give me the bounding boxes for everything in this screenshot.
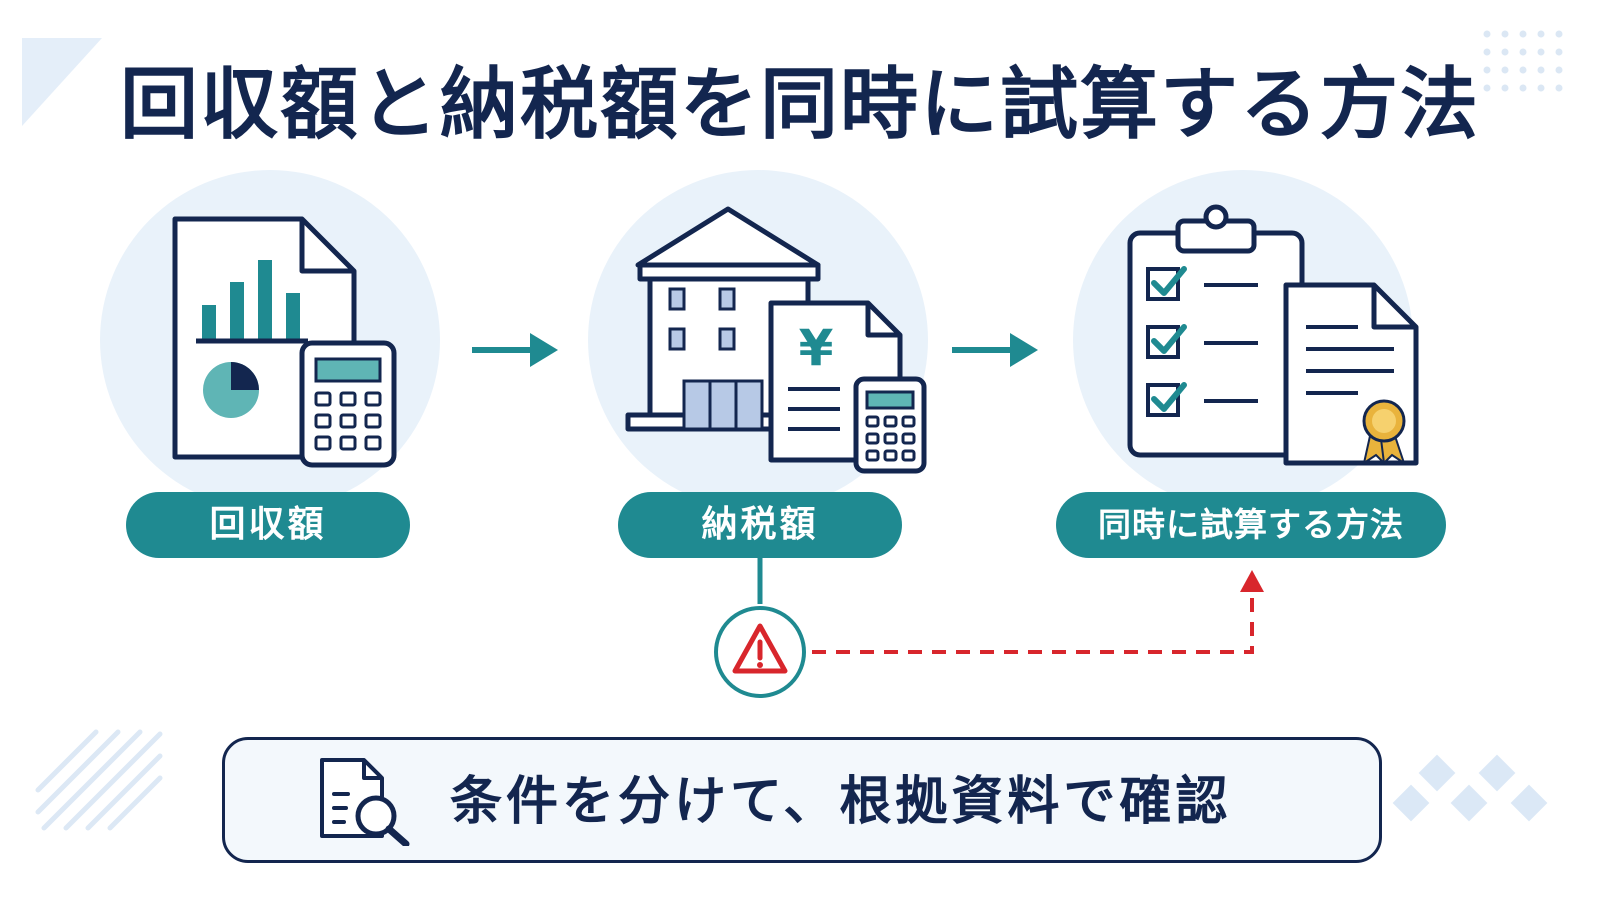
arrow-right-icon <box>952 333 1038 367</box>
step-label-recovery: 回収額 <box>126 492 410 558</box>
report-calculator-icon <box>100 170 440 505</box>
arrow-right-icon <box>472 333 558 367</box>
checklist-certificate-icon <box>1073 170 1419 505</box>
step-label-tax: 納税額 <box>618 492 902 558</box>
diamond-pattern-decoration <box>1392 754 1548 822</box>
warning-connector <box>757 556 1264 654</box>
yen-symbol: ¥ <box>799 319 834 377</box>
step-label-method: 同時に試算する方法 <box>1056 492 1446 558</box>
document-search-icon <box>320 758 410 846</box>
note-box <box>222 737 1382 863</box>
award-seal-icon <box>1362 399 1406 466</box>
dashed-path <box>812 598 1254 654</box>
dashed-arrowhead <box>1240 570 1264 592</box>
note-text: 条件を分けて、根拠資料で確認 <box>450 772 1232 832</box>
tax-office-document-icon: ¥ <box>588 170 928 505</box>
warning-icon <box>714 606 806 698</box>
page-title: 回収額と納税額を同時に試算する方法 <box>119 60 1480 150</box>
dot-grid-decoration <box>1483 30 1563 92</box>
diagonal-stripes-decoration <box>35 729 163 831</box>
corner-triangle-decoration <box>22 38 102 126</box>
